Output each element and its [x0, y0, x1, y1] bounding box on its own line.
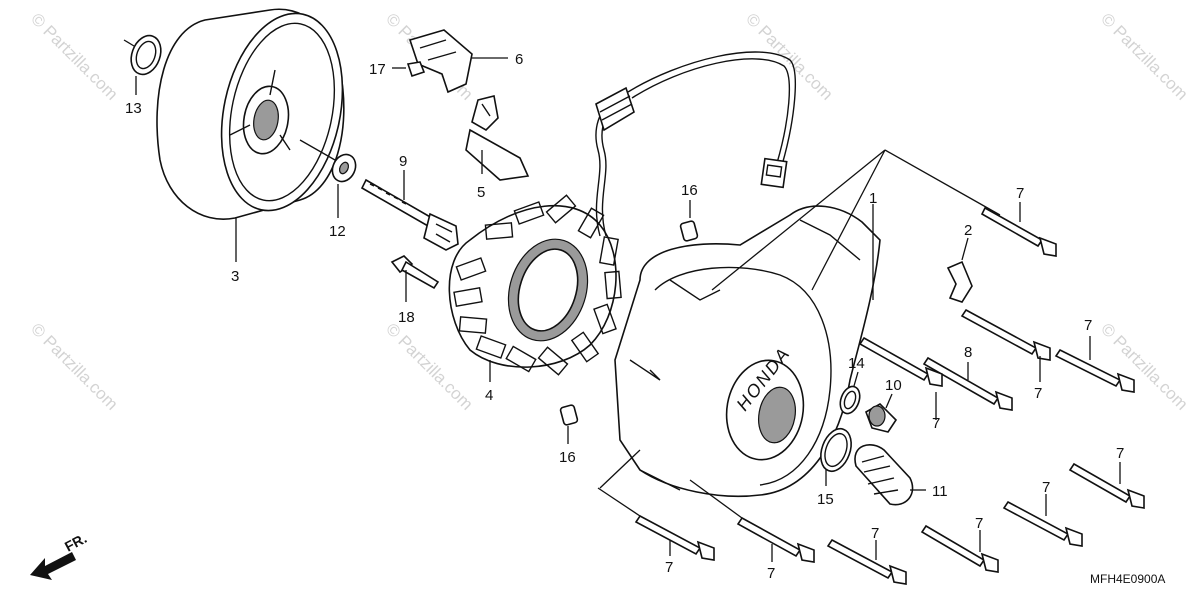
part-14-o-ring	[839, 371, 861, 415]
callout-5: 5	[477, 184, 485, 201]
watermark: © Partzilla.com	[1097, 9, 1191, 103]
watermark: © Partzilla.com	[1097, 319, 1191, 413]
part-17-screw	[392, 61, 426, 78]
callout-18: 18	[398, 309, 415, 326]
callout-6: 6	[515, 51, 523, 68]
callout-11: 11	[932, 483, 948, 500]
callout-7-top: 7	[1016, 185, 1024, 202]
part-4-stator	[448, 194, 622, 382]
callout-7-i: 7	[665, 559, 673, 576]
part-12-washer	[299, 139, 357, 218]
callout-7-e: 7	[1042, 479, 1050, 496]
callout-10: 10	[885, 377, 902, 394]
part-5-pulse-generator	[465, 95, 530, 181]
part-16-dowel-pin-upper	[679, 200, 699, 242]
callout-7-b: 7	[1084, 317, 1092, 334]
part-16-dowel-pin-lower	[559, 404, 579, 444]
watermark: © Partzilla.com	[27, 9, 121, 103]
front-label: FR.	[62, 530, 89, 555]
callout-12: 12	[329, 223, 346, 240]
wire-harness	[595, 51, 796, 237]
watermark: © Partzilla.com	[27, 319, 121, 413]
callout-15: 15	[817, 491, 834, 508]
callout-8: 8	[964, 344, 972, 361]
part-3-flywheel	[156, 8, 345, 262]
part-11-plug	[854, 444, 926, 506]
callout-1: 1	[869, 190, 877, 207]
callout-14: 14	[848, 355, 865, 372]
bolts	[597, 202, 1145, 585]
callout-2: 2	[964, 222, 972, 239]
callout-7-f: 7	[975, 515, 983, 532]
part-15-o-ring	[820, 427, 852, 486]
part-13-o-ring	[123, 34, 162, 95]
callout-numbers: 1 2 3 4 5 6 7 7 7 7 7 7 7 7 7 7 7 8 9 10…	[125, 51, 1124, 582]
callout-4: 4	[485, 387, 493, 404]
callout-9: 9	[399, 153, 407, 170]
callout-3: 3	[231, 268, 239, 285]
part-10-cap	[865, 393, 898, 433]
callout-7-a: 7	[1034, 385, 1042, 402]
part-1-crankcase-cover: HONDA	[614, 149, 1001, 498]
callout-7-h: 7	[767, 565, 775, 582]
callout-7-c: 7	[932, 415, 940, 432]
callout-16-lower: 16	[559, 449, 576, 466]
part-9-bolt	[360, 170, 459, 251]
part-6-wire-clamp	[408, 29, 508, 94]
callout-16-upper: 16	[681, 182, 698, 199]
part-2-clamp	[946, 237, 973, 303]
diagram-reference-code: MFH4E0900A	[1090, 572, 1165, 586]
callout-17: 17	[369, 61, 386, 78]
callout-7-d: 7	[1116, 445, 1124, 462]
front-direction-arrow: FR.	[30, 530, 89, 580]
callout-13: 13	[125, 100, 142, 117]
part-18-bolt	[390, 255, 440, 302]
callout-7-g: 7	[871, 525, 879, 542]
